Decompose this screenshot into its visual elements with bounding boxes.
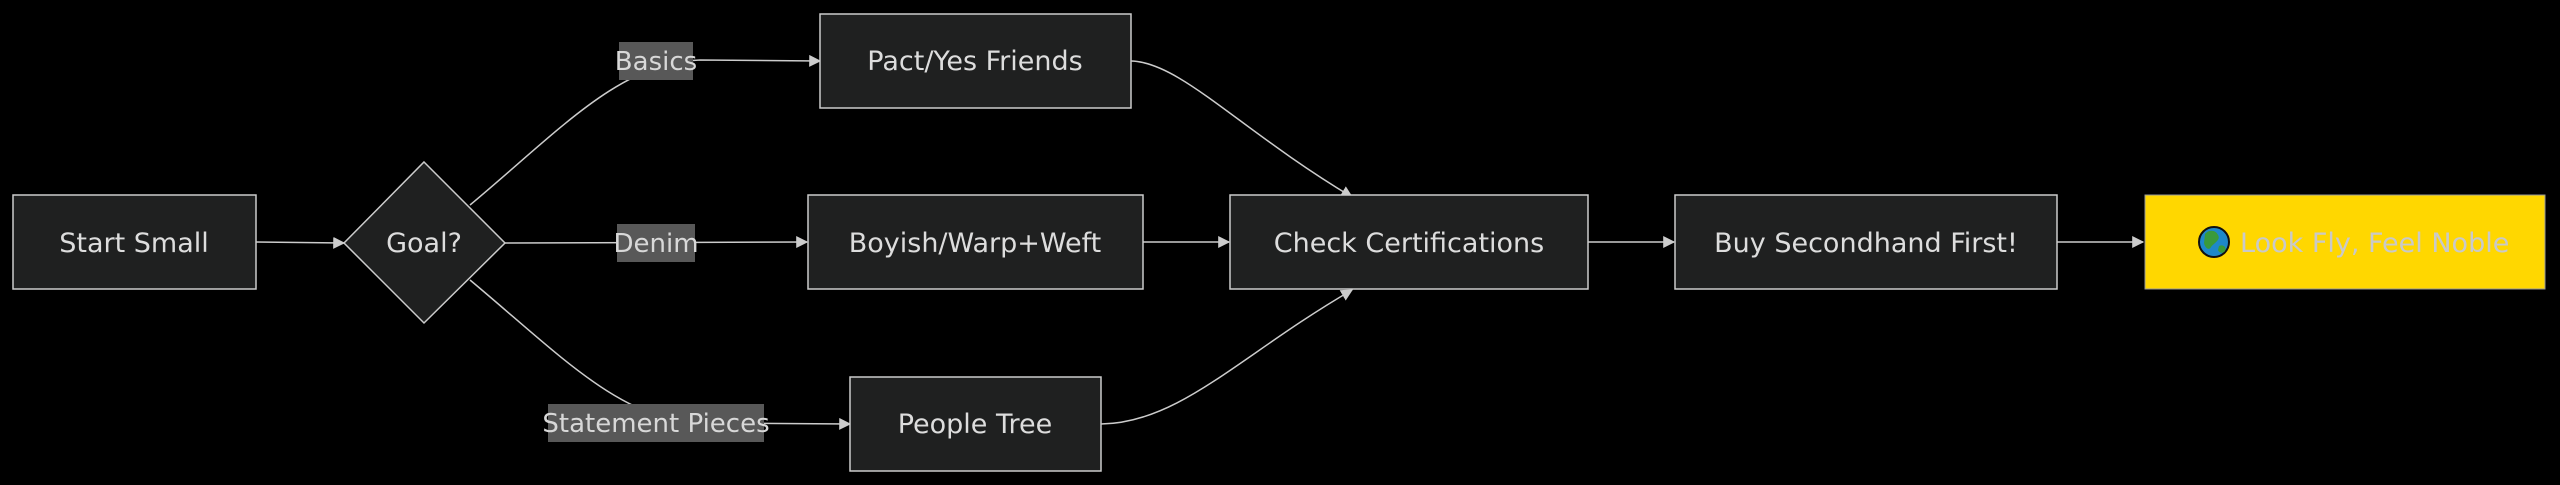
edge-label-denim: Denim bbox=[613, 224, 699, 262]
node-pact-label: Pact/Yes Friends bbox=[867, 46, 1082, 77]
node-final-label: Look Fly, Feel Noble bbox=[2240, 228, 2509, 259]
edge-start-to-goal bbox=[255, 236, 346, 249]
edge-label-statement: Statement Pieces bbox=[542, 404, 770, 442]
node-goal-label: Goal? bbox=[386, 228, 462, 259]
edge-goal-to-pact bbox=[469, 54, 822, 206]
node-start-small-label: Start Small bbox=[59, 228, 209, 259]
node-boyish-warp-weft: Boyish/Warp+Weft bbox=[807, 194, 1144, 290]
node-boyish-label: Boyish/Warp+Weft bbox=[849, 228, 1102, 259]
edge-label-denim-text: Denim bbox=[613, 229, 698, 259]
globe-icon bbox=[2198, 226, 2230, 258]
node-people-tree: People Tree bbox=[849, 376, 1102, 472]
edge-label-statement-text: Statement Pieces bbox=[542, 409, 769, 439]
node-people-tree-label: People Tree bbox=[898, 409, 1053, 440]
node-buy-label: Buy Secondhand First! bbox=[1714, 228, 2018, 259]
edge-pact-to-check bbox=[1130, 60, 1354, 198]
node-look-fly-feel-noble: Look Fly, Feel Noble bbox=[2144, 194, 2546, 290]
node-goal-decision: Goal? bbox=[342, 160, 507, 325]
edge-label-basics: Basics bbox=[615, 42, 697, 80]
node-check-certifications: Check Certifications bbox=[1229, 194, 1589, 290]
edge-label-basics-text: Basics bbox=[615, 47, 697, 77]
node-check-label: Check Certifications bbox=[1274, 228, 1544, 259]
node-buy-secondhand: Buy Secondhand First! bbox=[1674, 194, 2058, 290]
node-pact-yes-friends: Pact/Yes Friends bbox=[819, 13, 1132, 109]
edge-peopletree-to-check bbox=[1100, 289, 1354, 425]
edge-goal-to-peopletree bbox=[469, 279, 852, 430]
node-start-small: Start Small bbox=[12, 194, 257, 290]
